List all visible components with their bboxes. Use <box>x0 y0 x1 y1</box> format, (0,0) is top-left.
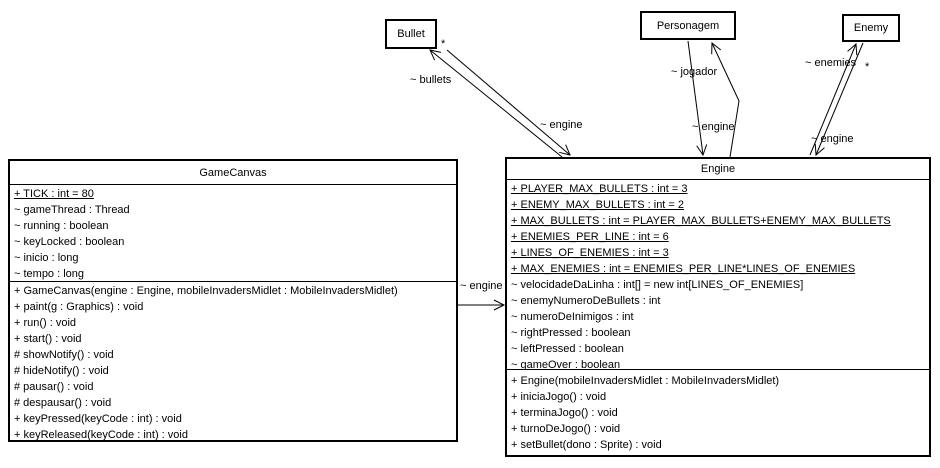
attribute-row: + PLAYER_MAX_BULLETS : int = 3 <box>511 183 688 195</box>
attribute-row: ~ leftPressed : boolean <box>511 343 624 355</box>
method-row: + setBullet(dono : Sprite) : void <box>511 439 662 451</box>
edge-engine-to-enemy <box>809 42 858 156</box>
method-row: + run() : void <box>14 317 77 329</box>
role-label-enemies: ~ enemies <box>805 57 857 69</box>
method-row: + terminaJogo() : void <box>511 407 618 419</box>
role-label-bullets: ~ bullets <box>410 74 452 86</box>
attribute-row: + LINES_OF_ENEMIES : int = 3 <box>511 247 669 259</box>
engine-attributes: + PLAYER_MAX_BULLETS : int = 3 + ENEMY_M… <box>507 180 929 370</box>
role-label-engine-from-gamecanvas: ~ engine <box>460 280 503 292</box>
method-row: # despausar() : void <box>14 397 112 409</box>
class-box-enemy[interactable]: Enemy <box>842 14 900 42</box>
class-title-enemy: Enemy <box>853 22 889 34</box>
attribute-row: + ENEMIES_PER_LINE : int = 6 <box>511 231 669 243</box>
method-row: # pausar() : void <box>14 381 94 393</box>
class-box-personagem[interactable]: Personagem <box>640 11 736 40</box>
attribute-row: + ENEMY_MAX_BULLETS : int = 2 <box>511 199 685 211</box>
method-row: + iniciaJogo() : void <box>511 391 607 403</box>
class-title-engine: Engine <box>507 159 929 180</box>
multiplicity-bullets: * <box>441 38 446 50</box>
method-row: + GameCanvas(engine : Engine, mobileInva… <box>14 285 398 297</box>
edge-engine-to-bullet <box>429 49 563 158</box>
attribute-row: ~ gameOver : boolean <box>511 359 621 370</box>
method-row: + keyPressed(keyCode : int) : void <box>14 413 182 425</box>
role-label-engine-from-personagem: ~ engine <box>692 121 735 133</box>
method-row: + start() : void <box>14 333 82 345</box>
method-row: + paint(g : Graphics) : void <box>14 301 144 313</box>
class-title-bullet: Bullet <box>397 28 425 40</box>
edge-personagem-to-engine <box>687 40 708 157</box>
multiplicity-enemies: * <box>865 61 870 73</box>
engine-methods: + Engine(mobileInvadersMidlet : MobileIn… <box>507 370 929 455</box>
edge-bullet-to-engine <box>446 49 571 156</box>
method-row: # showNotify() : void <box>14 349 114 361</box>
attribute-row: ~ inicio : long <box>14 252 79 264</box>
role-label-engine-from-bullet: ~ engine <box>540 119 583 131</box>
class-title-gamecanvas: GameCanvas <box>10 161 456 185</box>
attribute-row: + MAX_ENEMIES : int = ENEMIES_PER_LINE*L… <box>511 263 856 275</box>
method-row: + turnoDeJogo() : void <box>511 423 621 435</box>
class-box-engine[interactable]: Engine + PLAYER_MAX_BULLETS : int = 3 + … <box>505 157 931 457</box>
edge-enemy-to-engine <box>814 42 864 157</box>
class-box-gamecanvas[interactable]: GameCanvas + TICK : int = 80 ~ gameThrea… <box>8 159 458 442</box>
attribute-row: ~ enemyNumeroDeBullets : int <box>511 295 661 307</box>
attribute-row: + TICK : int = 80 <box>14 188 94 200</box>
gamecanvas-methods: + GameCanvas(engine : Engine, mobileInva… <box>10 282 456 440</box>
attribute-row: ~ running : boolean <box>14 220 109 232</box>
method-row: # hideNotify() : void <box>14 365 109 377</box>
class-box-bullet[interactable]: Bullet <box>385 19 437 49</box>
role-label-engine-from-enemy: ~ engine <box>811 133 854 145</box>
attribute-row: ~ gameThread : Thread <box>14 204 130 216</box>
gamecanvas-attributes: + TICK : int = 80 ~ gameThread : Thread … <box>10 185 456 282</box>
role-label-jogador: ~ jogador <box>671 66 718 78</box>
method-row: + keyReleased(keyCode : int) : void <box>14 429 188 440</box>
class-title-personagem: Personagem <box>656 19 720 32</box>
attribute-row: ~ tempo : long <box>14 268 85 280</box>
method-row: + Engine(mobileInvadersMidlet : MobileIn… <box>511 375 780 387</box>
attribute-row: ~ keyLocked : boolean <box>14 236 125 248</box>
edge-engine-to-personagem <box>711 41 740 158</box>
attribute-row: + MAX_BULLETS : int = PLAYER_MAX_BULLETS… <box>511 215 891 227</box>
attribute-row: ~ numeroDeInimigos : int <box>511 311 634 323</box>
attribute-row: ~ velocidadeDaLinha : int[] = new int[LI… <box>511 279 804 291</box>
attribute-row: ~ rightPressed : boolean <box>511 327 631 339</box>
